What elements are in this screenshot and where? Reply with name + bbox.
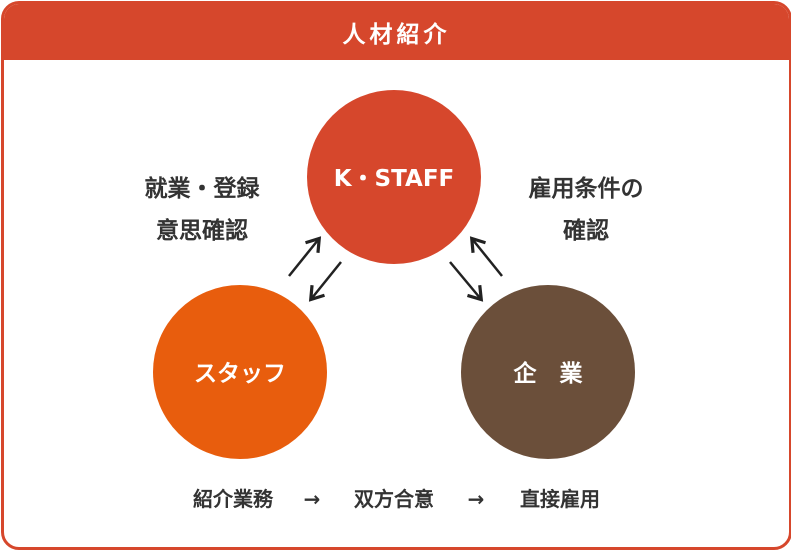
arrow-center-to-company (449, 261, 484, 302)
staff-label: スタッフ (194, 361, 286, 387)
flow-step1: 紹介業務 (193, 487, 274, 511)
header-title: 人材紹介 (342, 22, 451, 48)
left-annotation-line1: 就業・登録 (145, 175, 261, 202)
staff-circle (153, 285, 327, 459)
company-circle (461, 285, 635, 459)
left-annotation-line2: 意思確認 (156, 217, 248, 244)
flow-arrow-1: → (304, 487, 321, 511)
company-label: 企 業 (513, 360, 584, 387)
kstaff-label: K・STAFF (334, 166, 455, 192)
header-bar: 人材紹介 (4, 4, 789, 60)
kstaff-circle (307, 90, 481, 264)
right-annotation-line1: 雇用条件の (529, 175, 644, 202)
flow-step2: 双方合意 (354, 487, 434, 511)
flow-step3: 直接雇用 (520, 487, 600, 511)
arrow-center-to-staff (308, 261, 342, 302)
arrow-company-to-center (469, 236, 503, 277)
arrow-staff-to-center (288, 236, 322, 277)
right-annotation-line2: 確認 (563, 217, 609, 244)
flow-arrow-2: → (468, 487, 485, 511)
